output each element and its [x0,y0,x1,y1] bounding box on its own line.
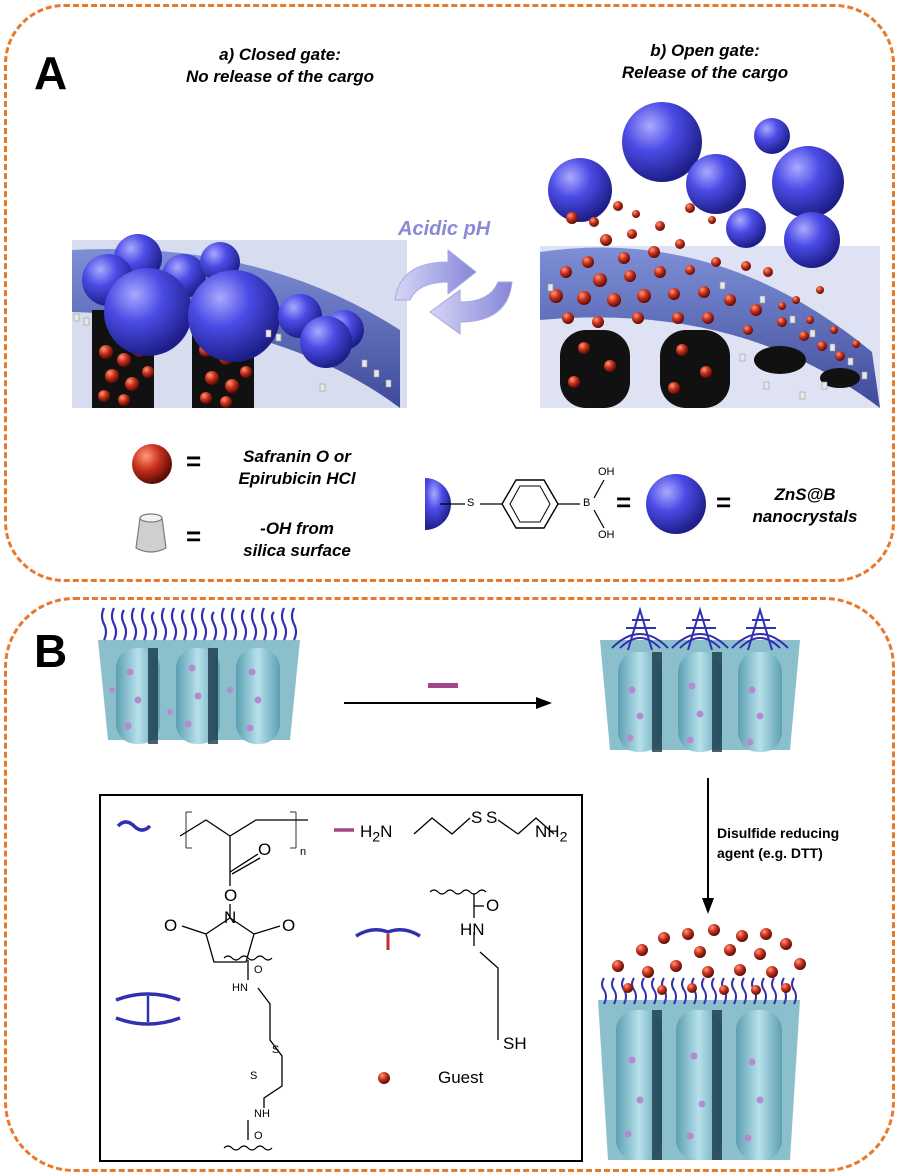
pore-right-2 [660,330,730,408]
cystamine-h: H [360,822,373,841]
polymer-n-sub: n [300,846,307,858]
thiol-sh-label: SH [503,1034,527,1053]
open-gate-caption: b) Open gate: Release of the cargo [575,40,835,84]
closed-gate-subtitle: No release of the cargo [185,67,374,86]
capped-pore-array [600,606,800,752]
reduction-label-line2: agent (e.g. DTT) [717,845,823,861]
reduction-label: Disulfide reducing agent (e.g. DTT) [717,823,877,863]
cystamine-mark [428,683,458,688]
panel-a-frame [4,4,895,582]
silanol-legend-line2: silica surface [243,541,351,560]
boronic-linker-structure [425,478,605,530]
cross-o1-label: O [254,964,263,976]
cross-s2-label: S [250,1070,258,1082]
cargo-legend-text: Safranin O or Epirubicin HCl [222,446,372,490]
closed-gate-caption: a) Closed gate: No release of the cargo [150,44,410,88]
acidic-ph-label: Acidic pH [398,218,491,240]
equals-cargo: = [186,446,202,476]
uncapped-pore-array [98,607,300,744]
key-box [99,794,583,1162]
guest-label: Guest [438,1068,484,1087]
silanol-legend-text: -OH from silica surface [222,518,372,562]
polymer-o-label: O [258,840,272,859]
open-gate-subtitle: Release of the cargo [621,63,789,82]
cystamine-s1-label: S [471,808,483,827]
silanol-legend-icon [135,513,167,553]
nanocrystal-legend-line2: nanocrystals [752,507,858,526]
boronic-s-label: S [467,497,475,509]
cross-hn-label: HN [232,982,248,994]
cystamine-nh2-label: NH2 [535,822,567,845]
closed-gate-title: a) Closed gate: [219,45,341,64]
boronic-oh1-label: OH [598,466,615,478]
cross-nh-label: NH [254,1108,270,1120]
pore-right-1 [560,330,630,408]
nanocrystal-legend-icon [646,474,706,534]
panel-b-letter: B [34,625,68,677]
equals-nanocrystal: = [716,487,732,517]
equals-boronic: = [616,487,632,517]
cross-s1-label: S [272,1044,280,1056]
panel-b-frame [4,597,895,1172]
equals-silanol: = [186,521,202,551]
cystamine-nh: NH [535,822,560,841]
open-gate-title: b) Open gate: [650,41,760,60]
ester-o-label: O [224,886,238,905]
cargo-legend-line1: Safranin O or [243,447,351,466]
nanocrystal-legend-line1: ZnS@B [774,485,836,504]
boronic-oh2-label: OH [598,529,615,541]
succinimide-o1-label: O [164,916,178,935]
closed-gate-illustration [72,234,407,408]
key-structures [115,811,555,1151]
open-gate-illustration [540,102,880,408]
succinimide-n-label: N [224,908,237,927]
reversible-arrows [394,248,513,335]
released-pore-array [598,924,806,1160]
cystamine-nh-sub: 2 [559,829,568,846]
cystamine-h-sub: 2 [372,829,381,846]
panel-a-letter: A [34,47,68,99]
boronic-b-label: B [583,497,591,509]
cystamine-h-label: H2N [360,822,392,845]
thiol-hn-label: HN [460,920,485,939]
cystamine-n: N [380,822,393,841]
succinimide-o2-label: O [282,916,296,935]
silanol-legend-line1: -OH from [260,519,334,538]
thiol-o-label: O [486,896,500,915]
nanocrystal-legend-text: ZnS@B nanocrystals [740,484,870,528]
reduction-label-line1: Disulfide reducing [717,825,840,841]
cystamine-s2-label: S [486,808,498,827]
cargo-legend-icon [132,444,172,484]
cross-o2-label: O [254,1130,263,1142]
cargo-legend-line2: Epirubicin HCl [238,469,356,488]
